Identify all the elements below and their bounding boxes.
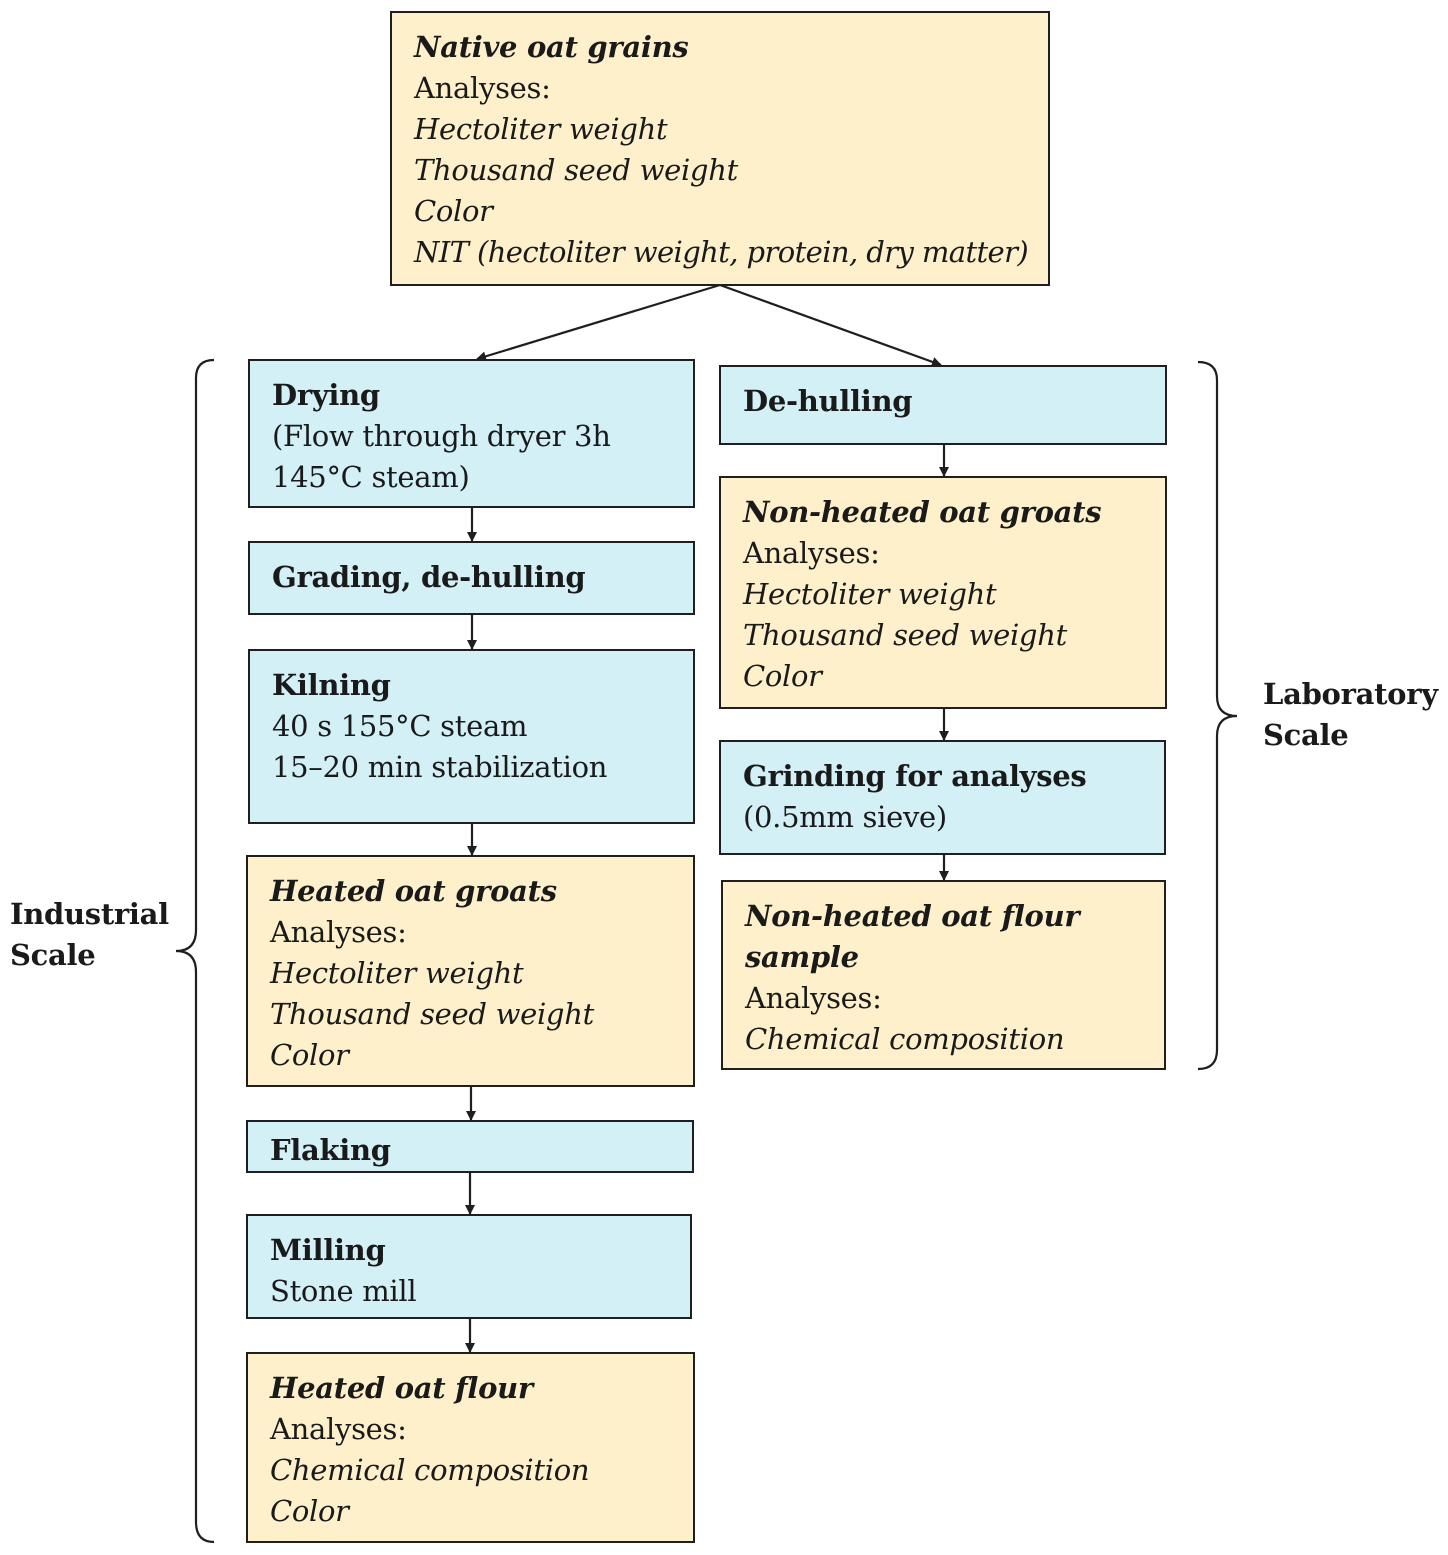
- native-oat-grains-title: Native oat grains: [414, 30, 689, 64]
- milling-title: Milling: [270, 1233, 386, 1267]
- laboratory-scale-brace: [1197, 360, 1238, 1071]
- heated-oat-flour-title: Heated oat flour: [270, 1371, 533, 1405]
- industrial-scale-brace: [175, 358, 215, 1544]
- industrial-scale-label-line: Scale: [10, 938, 96, 972]
- heated-flour-analyses-label: Analyses:: [270, 1412, 407, 1446]
- grinding-box: Grinding for analyses (0.5mm sieve): [719, 740, 1166, 855]
- nonheated-groats-analyses-label: Analyses:: [743, 536, 880, 570]
- laboratory-scale-label: Laboratory Scale: [1263, 674, 1438, 756]
- drying-detail: 145°C steam): [272, 460, 470, 494]
- nonheated-oat-flour-box: Non-heated oat flour sample Analyses: Ch…: [721, 880, 1166, 1070]
- grinding-title: Grinding for analyses: [743, 759, 1087, 793]
- nonheated-oat-groats-box: Non-heated oat groats Analyses: Hectolit…: [719, 476, 1167, 709]
- laboratory-scale-label-line: Scale: [1263, 718, 1349, 752]
- native-analysis-item: Thousand seed weight: [414, 153, 738, 187]
- lab-dehulling-box: De-hulling: [719, 365, 1167, 445]
- native-analysis-item: Hectoliter weight: [414, 112, 668, 146]
- flaking-title: Flaking: [270, 1133, 391, 1167]
- flaking-box: Flaking: [246, 1120, 694, 1173]
- heated-groats-analysis-item: Hectoliter weight: [270, 956, 524, 990]
- heated-oat-groats-box: Heated oat groats Analyses: Hectoliter w…: [246, 855, 695, 1087]
- drying-detail: (Flow through dryer 3h: [272, 419, 611, 453]
- native-analysis-item: Color: [414, 194, 493, 228]
- grading-dehulling-box: Grading, de-hulling: [248, 541, 695, 615]
- kilning-detail: 40 s 155°C steam: [272, 709, 528, 743]
- nonheated-groats-analysis-item: Hectoliter weight: [743, 577, 997, 611]
- drying-box: Drying (Flow through dryer 3h 145°C stea…: [248, 359, 695, 508]
- heated-groats-analysis-item: Color: [270, 1038, 349, 1072]
- arrow-native-to-dehulling: [719, 283, 942, 367]
- kilning-title: Kilning: [272, 668, 391, 702]
- nonheated-flour-analysis-item: Chemical composition: [745, 1022, 1065, 1056]
- kilning-detail: 15–20 min stabilization: [272, 750, 608, 784]
- native-analyses-label: Analyses:: [414, 71, 551, 105]
- heated-flour-analysis-item: Color: [270, 1494, 349, 1528]
- heated-groats-analysis-item: Thousand seed weight: [270, 997, 594, 1031]
- grading-dehulling-title: Grading, de-hulling: [272, 560, 586, 594]
- milling-box: Milling Stone mill: [246, 1214, 692, 1319]
- nonheated-oat-flour-title: Non-heated oat flour: [745, 899, 1080, 933]
- drying-title: Drying: [272, 378, 380, 412]
- arrow-native-to-drying: [476, 283, 721, 362]
- heated-oat-flour-box: Heated oat flour Analyses: Chemical comp…: [246, 1352, 695, 1543]
- industrial-scale-label: Industrial Scale: [10, 894, 169, 976]
- kilning-box: Kilning 40 s 155°C steam 15–20 min stabi…: [248, 649, 695, 824]
- nonheated-oat-groats-title: Non-heated oat groats: [743, 495, 1102, 529]
- laboratory-scale-label-line: Laboratory: [1263, 677, 1438, 711]
- grinding-detail: (0.5mm sieve): [743, 800, 947, 834]
- heated-groats-analyses-label: Analyses:: [270, 915, 407, 949]
- heated-oat-groats-title: Heated oat groats: [270, 874, 557, 908]
- nonheated-flour-analyses-label: Analyses:: [745, 981, 882, 1015]
- lab-dehulling-title: De-hulling: [743, 384, 913, 418]
- nonheated-groats-analysis-item: Thousand seed weight: [743, 618, 1067, 652]
- industrial-scale-label-line: Industrial: [10, 897, 169, 931]
- nonheated-oat-flour-title: sample: [745, 940, 859, 974]
- nonheated-groats-analysis-item: Color: [743, 659, 822, 693]
- milling-detail: Stone mill: [270, 1274, 417, 1308]
- native-oat-grains-box: Native oat grains Analyses: Hectoliter w…: [390, 11, 1050, 286]
- native-analysis-item: NIT (hectoliter weight, protein, dry mat…: [414, 235, 1029, 269]
- heated-flour-analysis-item: Chemical composition: [270, 1453, 590, 1487]
